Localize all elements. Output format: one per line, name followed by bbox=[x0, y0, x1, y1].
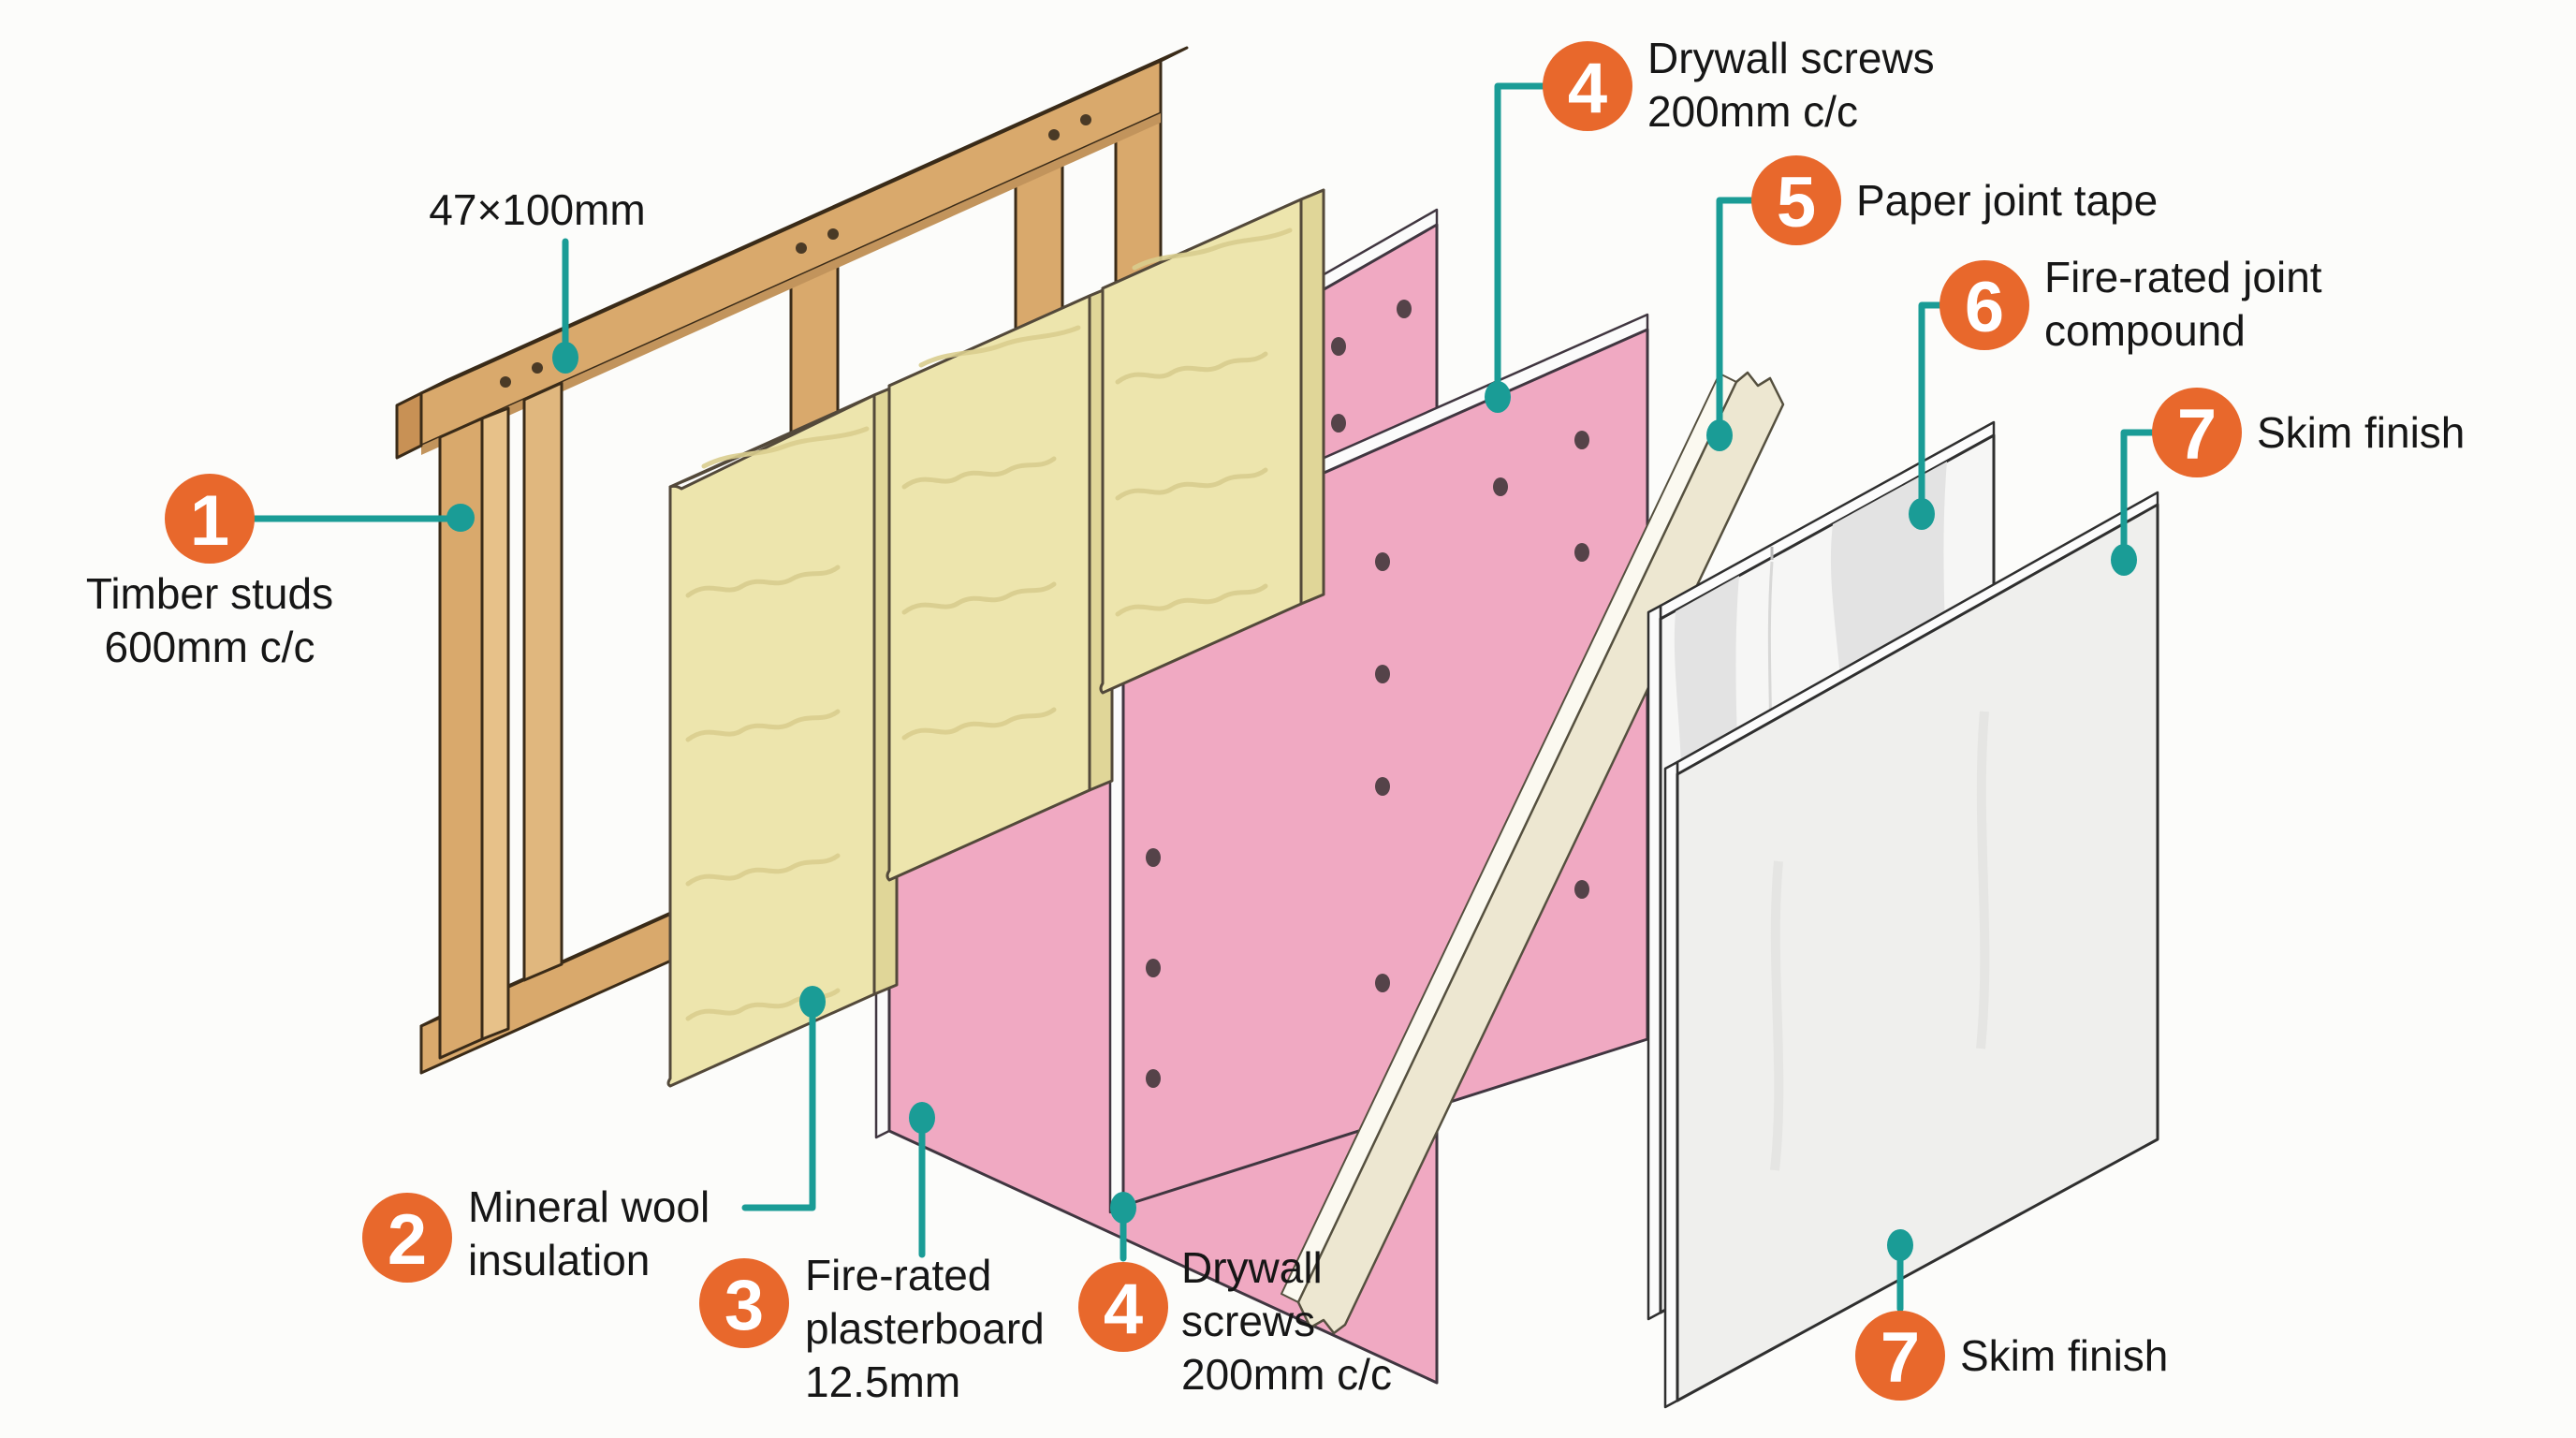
callout-label: Skim finish bbox=[2257, 408, 2465, 457]
callout-4-drywall-screws-top: 4 Drywall screws 200mm c/c bbox=[1485, 34, 1935, 413]
top-plate-end-face bbox=[395, 391, 423, 460]
callout-6-joint-compound: 6 Fire-rated joint compound bbox=[1909, 253, 2322, 530]
leader-line bbox=[1918, 301, 1943, 506]
leader-line bbox=[1716, 197, 1755, 428]
anchor-dot bbox=[2111, 544, 2137, 576]
badge-number: 3 bbox=[724, 1266, 764, 1345]
callout-5-paper-joint-tape: 5 Paper joint tape bbox=[1706, 155, 2158, 451]
dimension-callout: 47×100mm bbox=[429, 185, 646, 374]
number-badge bbox=[165, 474, 255, 564]
callout-label: Skim finish bbox=[1960, 1331, 2168, 1380]
callout-label: Fire-rated bbox=[805, 1251, 991, 1299]
callout-label: Drywall bbox=[1181, 1243, 1323, 1292]
callout-3-plasterboard: 3 Fire-rated plasterboard 12.5mm bbox=[699, 1102, 1045, 1406]
callout-label: plasterboard bbox=[805, 1304, 1045, 1353]
second-stud bbox=[522, 381, 564, 982]
mineral-wool-batts bbox=[666, 188, 1325, 1088]
badge-number: 1 bbox=[190, 481, 229, 561]
callout-label: Mineral wool bbox=[468, 1182, 710, 1231]
number-badge bbox=[362, 1193, 452, 1283]
callout-7-skim-finish-bottom: 7 Skim finish bbox=[1855, 1229, 2168, 1401]
leader-line bbox=[2120, 429, 2156, 552]
badge-number: 6 bbox=[1965, 268, 2004, 347]
callout-1-timber-studs: 1 Timber studs 600mm c/c bbox=[86, 474, 475, 671]
skim-streaks bbox=[1770, 711, 1990, 1171]
anchor-dot bbox=[1887, 1229, 1913, 1261]
number-badge bbox=[1855, 1311, 1945, 1401]
callout-7-skim-finish-top: 7 Skim finish bbox=[2111, 388, 2465, 576]
number-badge bbox=[1078, 1262, 1168, 1352]
left-stud-side-face bbox=[480, 406, 510, 1041]
top-plate-underside bbox=[421, 113, 1161, 455]
anchor-dot bbox=[1485, 381, 1511, 413]
badge-number: 7 bbox=[2177, 395, 2217, 475]
wool-texture bbox=[685, 426, 870, 1021]
callout-4-drywall-screws-bottom: 4 Drywall screws 200mm c/c bbox=[1078, 1192, 1392, 1399]
badge-number: 5 bbox=[1777, 163, 1816, 242]
badge-number: 2 bbox=[388, 1200, 427, 1280]
badge-number: 4 bbox=[1568, 49, 1607, 128]
plate-screws bbox=[500, 114, 1091, 388]
anchor-dot bbox=[1110, 1192, 1136, 1224]
callout-label: compound bbox=[2044, 306, 2246, 355]
callout-label: 600mm c/c bbox=[105, 623, 315, 671]
callout-label: 12.5mm bbox=[805, 1357, 960, 1406]
mineral-wool-batt-3 bbox=[1099, 188, 1325, 695]
callout-label: insulation bbox=[468, 1236, 650, 1284]
callout-label: 200mm c/c bbox=[1647, 87, 1858, 136]
anchor-dot bbox=[446, 504, 475, 532]
skim-face bbox=[1676, 503, 2159, 1402]
callout-label: Fire-rated joint bbox=[2044, 253, 2322, 301]
number-badge bbox=[699, 1258, 789, 1348]
leader-line bbox=[741, 1009, 816, 1211]
wool-texture bbox=[1115, 227, 1293, 617]
anchor-dot bbox=[1706, 419, 1733, 451]
anchor-dot bbox=[909, 1102, 935, 1134]
number-badge bbox=[1751, 155, 1841, 245]
badge-number: 4 bbox=[1104, 1269, 1143, 1349]
number-badge bbox=[1543, 41, 1632, 131]
callout-label: Paper joint tape bbox=[1856, 176, 2158, 225]
callout-label: screws bbox=[1181, 1297, 1315, 1345]
number-badge bbox=[1939, 260, 2029, 350]
mineral-wool-batt-2 bbox=[886, 285, 1114, 882]
dimension-text: 47×100mm bbox=[429, 185, 645, 234]
callout-label: 200mm c/c bbox=[1181, 1350, 1392, 1399]
leader-line bbox=[1494, 82, 1546, 389]
anchor-dot bbox=[1909, 498, 1935, 530]
callout-label: Drywall screws bbox=[1647, 34, 1935, 82]
mineral-wool-batt-1 bbox=[666, 384, 899, 1088]
anchor-dot bbox=[799, 986, 826, 1018]
callout-label: Timber studs bbox=[86, 569, 333, 618]
compound-left-edge bbox=[1647, 604, 1662, 1321]
wool-texture bbox=[901, 325, 1081, 741]
board1-screws bbox=[1331, 300, 1412, 433]
skim-finish-panel bbox=[1663, 491, 2159, 1409]
callout-2-mineral-wool: 2 Mineral wool insulation bbox=[362, 986, 826, 1284]
dimension-anchor-dot bbox=[552, 342, 578, 374]
badge-number: 7 bbox=[1881, 1318, 1920, 1398]
skim-left-edge bbox=[1663, 760, 1679, 1409]
left-stud-front-face bbox=[438, 417, 484, 1060]
number-badge bbox=[2152, 388, 2242, 477]
